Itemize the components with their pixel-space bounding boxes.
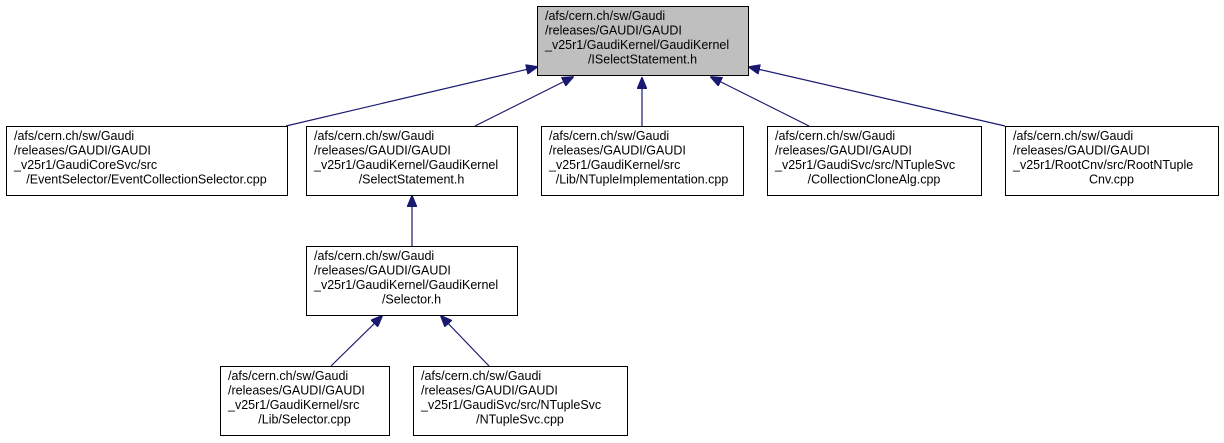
node-eventcollectionselector[interactable]: /afs/cern.ch/sw/Gaudi/releases/GAUDI/GAU… (6, 126, 288, 196)
node-label-line: /SelectStatement.h (359, 173, 465, 187)
node-label-line: _v25r1/GaudiKernel/GaudiKernel (313, 158, 498, 172)
edges (285, 67, 1006, 367)
node-label-line: /releases/GAUDI/GAUDI (545, 24, 682, 38)
node-box (413, 366, 628, 436)
node-label-line: _v25r1/GaudiSvc/src/NTupleSvc (420, 398, 601, 412)
node-box (541, 126, 744, 196)
node-label-line: /afs/cern.ch/sw/Gaudi (775, 129, 895, 143)
node-label-line: _v25r1/GaudiKernel/GaudiKernel (544, 38, 729, 52)
node-label-line: /Selector.h (382, 293, 441, 307)
node-label-line: /releases/GAUDI/GAUDI (314, 264, 451, 278)
edge-rootntuplecnv-to-iselectstatement (749, 67, 1006, 127)
node-label-line: Cnv.cpp (1089, 173, 1134, 187)
node-label-line: /EventSelector/EventCollectionSelector.c… (26, 173, 266, 187)
node-label-line: /NTupleSvc.cpp (476, 413, 564, 427)
node-box (220, 366, 390, 436)
node-label-line: _v25r1/GaudiKernel/src (548, 158, 680, 172)
node-label-line: /ISelectStatement.h (588, 53, 697, 67)
node-label-line: /releases/GAUDI/GAUDI (775, 144, 912, 158)
node-box (1005, 126, 1219, 196)
node-label-line: _v25r1/GaudiKernel/src (227, 398, 359, 412)
node-rootntuplecnv[interactable]: /afs/cern.ch/sw/Gaudi/releases/GAUDI/GAU… (1005, 126, 1219, 196)
edge-selector-cpp-to-selector-h (330, 316, 382, 367)
edge-ntuplesvc-to-selector-h (441, 316, 490, 367)
node-label-line: /Lib/NTupleImplementation.cpp (556, 173, 729, 187)
node-box (306, 246, 518, 316)
node-label-line: /afs/cern.ch/sw/Gaudi (421, 369, 541, 383)
node-label-line: /releases/GAUDI/GAUDI (14, 144, 151, 158)
node-label-line: _v25r1/GaudiKernel/GaudiKernel (313, 278, 498, 292)
node-label-line: _v25r1/GaudiCoreSvc/src (13, 158, 157, 172)
node-ntupleimplementation[interactable]: /afs/cern.ch/sw/Gaudi/releases/GAUDI/GAU… (541, 126, 744, 196)
node-label-line: /afs/cern.ch/sw/Gaudi (1013, 129, 1133, 143)
node-box (306, 126, 518, 196)
node-label-line: /afs/cern.ch/sw/Gaudi (228, 369, 348, 383)
node-label-line: /releases/GAUDI/GAUDI (421, 384, 558, 398)
node-box (6, 126, 288, 196)
node-label-line: /releases/GAUDI/GAUDI (314, 144, 451, 158)
node-ntuplesvc[interactable]: /afs/cern.ch/sw/Gaudi/releases/GAUDI/GAU… (413, 366, 628, 436)
node-label-line: /CollectionCloneAlg.cpp (808, 173, 941, 187)
edge-selectstatement-to-iselectstatement (474, 77, 573, 127)
node-box (767, 126, 982, 196)
node-label-line: /afs/cern.ch/sw/Gaudi (314, 129, 434, 143)
node-iselectstatement[interactable]: /afs/cern.ch/sw/Gaudi/releases/GAUDI/GAU… (537, 6, 749, 76)
node-label-line: /afs/cern.ch/sw/Gaudi (314, 249, 434, 263)
node-label-line: _v25r1/RootCnv/src/RootNTuple (1012, 158, 1193, 172)
edge-eventcollectionselector-to-iselectstatement (285, 67, 537, 127)
node-selector-cpp[interactable]: /afs/cern.ch/sw/Gaudi/releases/GAUDI/GAU… (220, 366, 390, 436)
node-label-line: /releases/GAUDI/GAUDI (549, 144, 686, 158)
node-selector-h[interactable]: /afs/cern.ch/sw/Gaudi/releases/GAUDI/GAU… (306, 246, 518, 316)
node-label-line: /Lib/Selector.cpp (258, 413, 350, 427)
node-label-line: /afs/cern.ch/sw/Gaudi (14, 129, 134, 143)
node-label-line: /afs/cern.ch/sw/Gaudi (545, 9, 665, 23)
edge-collectionclonealg-to-iselectstatement (711, 77, 810, 127)
node-selectstatement[interactable]: /afs/cern.ch/sw/Gaudi/releases/GAUDI/GAU… (306, 126, 518, 196)
node-label-line: /releases/GAUDI/GAUDI (228, 384, 365, 398)
node-label-line: _v25r1/GaudiSvc/src/NTupleSvc (774, 158, 955, 172)
node-collectionclonealg[interactable]: /afs/cern.ch/sw/Gaudi/releases/GAUDI/GAU… (767, 126, 982, 196)
node-label-line: /releases/GAUDI/GAUDI (1013, 144, 1150, 158)
node-box (537, 6, 749, 76)
nodes: /afs/cern.ch/sw/Gaudi/releases/GAUDI/GAU… (6, 6, 1219, 436)
node-label-line: /afs/cern.ch/sw/Gaudi (549, 129, 669, 143)
